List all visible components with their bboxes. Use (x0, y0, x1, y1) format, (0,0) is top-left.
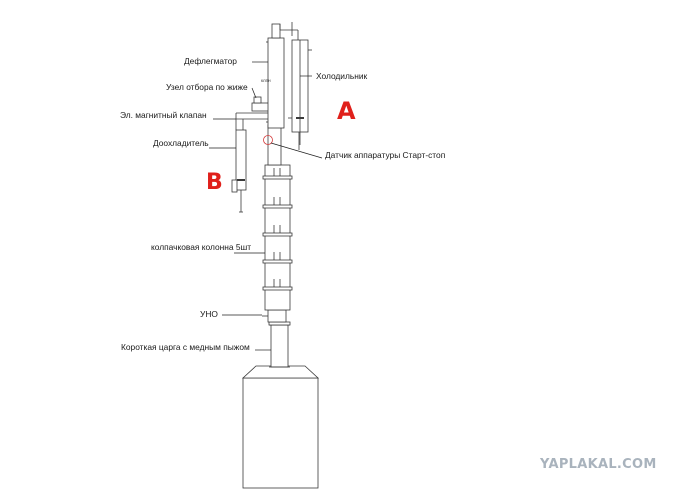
label-solenoid-valve: Эл. магнитный клапан (120, 110, 207, 120)
label-valve-tag: клпн (261, 78, 271, 83)
dephlegmator (266, 23, 285, 129)
label-dephlegmator: Дефлегматор (184, 56, 237, 66)
watermark: YAPLAKAL.COM (540, 457, 657, 472)
label-short-tsarga: Короткая царга с медным пыжом (121, 342, 250, 352)
cooler (288, 39, 312, 150)
start-stop-sensor (263, 135, 273, 145)
label-uno: УНО (200, 309, 218, 319)
label-cooler: Холодильник (316, 71, 368, 81)
boiler (242, 377, 319, 489)
label-liquid-takeoff: Узел отбора по жиже (166, 82, 248, 92)
label-bubble-cap-column: колпачковая колонна 5шт (151, 242, 252, 252)
leader-lines (209, 61, 323, 351)
boiler-lid (241, 365, 320, 379)
uno-fitting (267, 309, 287, 323)
bubble-cap-column (262, 164, 293, 311)
label-start-stop-sensor: Датчик аппаратуры Старт-стоп (325, 150, 446, 160)
short-tsarga (270, 324, 289, 368)
aftercooler (231, 129, 247, 213)
label-aftercooler: Доохладитель (153, 138, 209, 148)
marker-b: B (206, 170, 223, 195)
marker-a: A (337, 97, 356, 125)
liquid-takeoff-node (251, 102, 271, 112)
